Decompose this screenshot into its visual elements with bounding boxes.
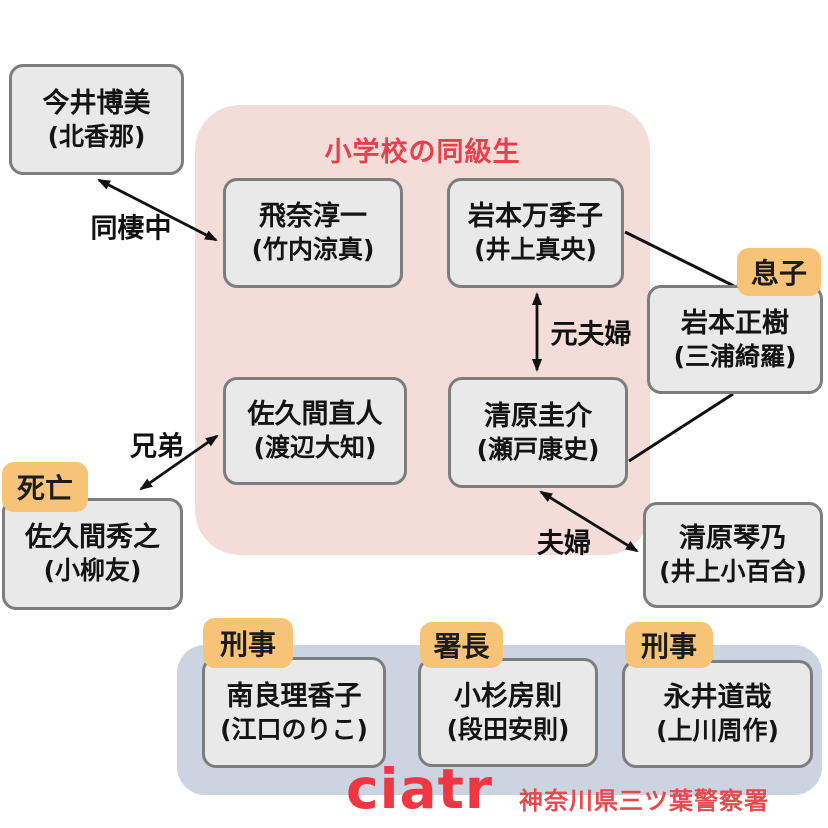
actor-name: (井上小百合) <box>659 557 807 587</box>
node-kiyohara-keisuke: 清原圭介 (瀬戸康史) <box>448 377 628 488</box>
edge-cohabiting <box>97 178 218 242</box>
actor-name: (北香那) <box>47 121 146 151</box>
actor-name: (上川周作) <box>656 716 779 746</box>
actor-name: (江口のりこ) <box>220 714 368 744</box>
character-name: 永井道哉 <box>663 682 772 714</box>
actor-name: (井上真央) <box>474 235 597 265</box>
character-name: 佐久間秀之 <box>25 522 160 554</box>
character-name: 清原琴乃 <box>679 523 787 555</box>
node-kiyohara-kotono: 清原琴乃 (井上小百合) <box>643 502 823 608</box>
character-name: 飛奈淳一 <box>259 201 367 233</box>
node-sakuma-naoto: 佐久間直人 (渡辺大知) <box>223 377 407 485</box>
edge-label-cohabiting: 同棲中 <box>90 213 172 245</box>
actor-name: (渡辺大知) <box>253 433 377 463</box>
character-name: 清原圭介 <box>484 400 592 432</box>
character-name: 佐久間直人 <box>247 399 383 431</box>
edge-label-brothers: 兄弟 <box>130 431 184 463</box>
badge-chief: 署長 <box>420 622 503 668</box>
character-name: 小杉房則 <box>454 680 562 712</box>
character-name: 今井博美 <box>42 87 151 119</box>
actor-name: (三浦綺羅) <box>673 341 797 371</box>
badge-son: 息子 <box>737 248 821 296</box>
edge-mother-son <box>624 230 735 288</box>
node-iwamoto-masaki: 岩本正樹 (三浦綺羅) <box>647 285 823 394</box>
edge-father-son <box>628 392 734 463</box>
character-name: 岩本万季子 <box>468 201 603 233</box>
actor-name: (小柳友) <box>43 556 142 586</box>
node-nara-rikako: 南良理香子 (江口のりこ) <box>202 657 386 768</box>
badge-detective-nagai: 刑事 <box>625 622 713 668</box>
edge-brothers <box>139 434 219 491</box>
actor-name: (段田安則) <box>446 714 570 744</box>
police-station-label: 神奈川県三ツ葉警察署 <box>519 787 769 815</box>
actor-name: (竹内涼真) <box>251 235 375 265</box>
node-hina-junichi: 飛奈淳一 (竹内涼真) <box>223 178 403 288</box>
edge-label-ex-couple: 元夫婦 <box>550 319 632 351</box>
node-sakuma-hideyuki: 佐久間秀之 (小柳友) <box>2 498 183 610</box>
ciatr-logo: ciatr <box>346 757 493 821</box>
badge-detective-nara: 刑事 <box>203 618 293 668</box>
classmates-group-label: 小学校の同級生 <box>324 137 521 168</box>
badge-deceased: 死亡 <box>2 462 88 512</box>
character-name: 岩本正樹 <box>681 307 789 339</box>
character-name: 南良理香子 <box>226 680 362 712</box>
edge-label-couple: 夫婦 <box>537 528 591 560</box>
edge-couple <box>539 490 639 553</box>
node-kosugi-fusanori: 小杉房則 (段田安則) <box>418 658 598 767</box>
actor-name: (瀬戸康史) <box>476 434 600 464</box>
node-nagai-michiya: 永井道哉 (上川周作) <box>622 660 813 768</box>
node-iwamoto-makiko: 岩本万季子 (井上真央) <box>447 178 624 288</box>
node-imai-hiromi: 今井博美 (北香那) <box>9 64 184 175</box>
